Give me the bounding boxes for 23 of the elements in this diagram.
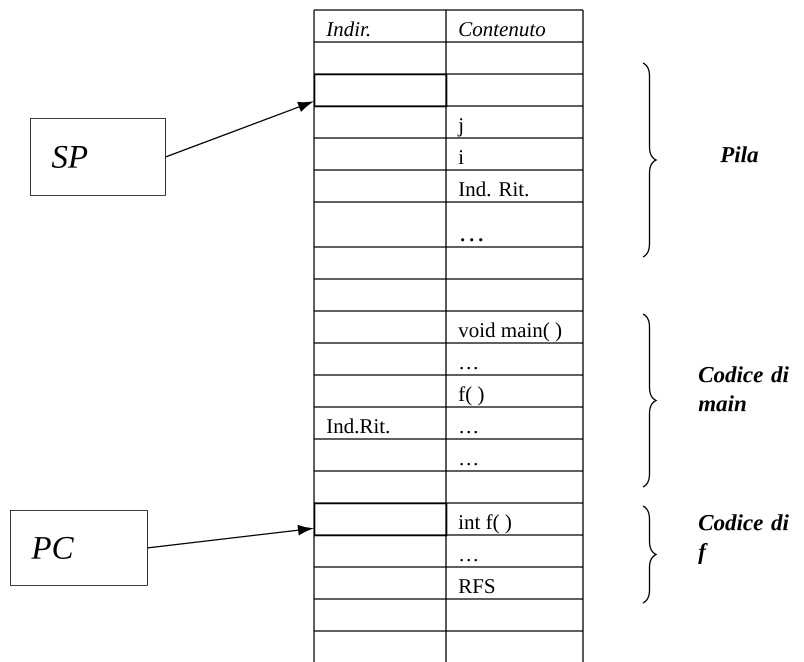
register-box: SP [30, 118, 166, 196]
memory-entry: … [460, 462, 477, 466]
memory-entry: … [460, 558, 477, 562]
section-label: Codice di f [698, 514, 789, 564]
memory-entry: Ind.Rit. [326, 418, 389, 434]
memory-entry: Ind. Rit. [458, 181, 528, 196]
arrow [166, 102, 312, 158]
column-header: Contenuto [459, 22, 546, 36]
memory-entry: … [460, 366, 477, 370]
section-label: Codice di main [698, 366, 789, 412]
memory-entry: … [460, 430, 477, 434]
memory-cell [314, 74, 448, 108]
memory-entry: void main( ) [458, 322, 562, 342]
memory-entry: … [461, 238, 482, 242]
memory-entry: f( ) [458, 386, 484, 406]
memory-entry: RFS [458, 579, 494, 594]
register-box: PC [10, 510, 148, 586]
memory-cell [314, 503, 448, 536]
arrow [148, 525, 312, 549]
memory-entry: i [458, 150, 464, 164]
section-label: Pila [720, 146, 758, 162]
memory-entry: j [458, 118, 462, 136]
column-header: Indir. [326, 21, 370, 36]
